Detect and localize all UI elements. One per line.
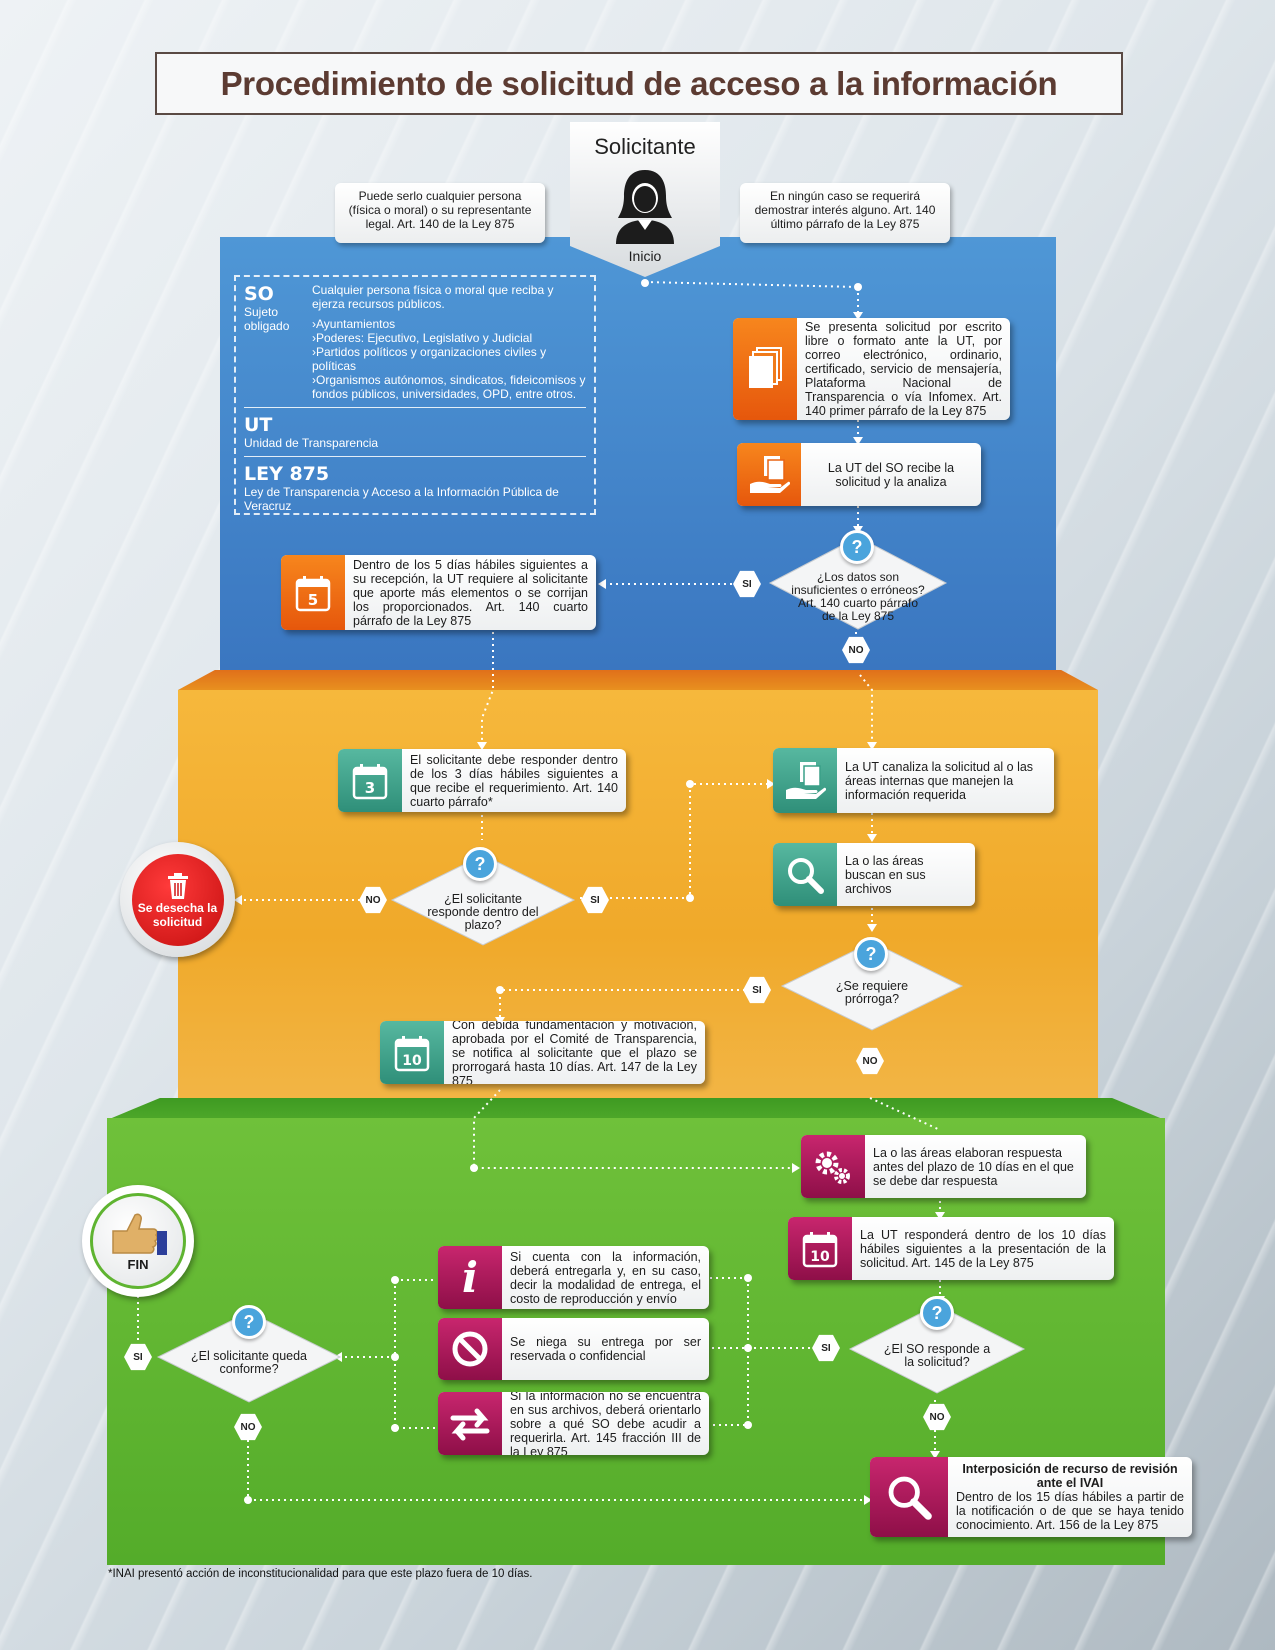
end-discard: Se desecha la solicitud: [120, 842, 235, 957]
calendar-icon: 10: [380, 1021, 444, 1084]
step-channel: La UT canaliza la solicitud al o las áre…: [773, 748, 1054, 813]
swap-arrows-icon: [438, 1392, 502, 1455]
step-present-request: Se presenta solicitud por escrito libre …: [733, 318, 1010, 420]
question-text: ¿Los datos son insuficientes o erróneos?…: [791, 570, 925, 623]
thumbs-up-icon: [112, 1213, 167, 1255]
decision-insufficient-data: ¿Los datos son insuficientes o erróneos?…: [768, 535, 948, 631]
person-icon: [616, 170, 674, 244]
so-abbr: SO: [244, 283, 274, 305]
present-text: Se presenta solicitud por escrito libre …: [805, 320, 1002, 418]
page-title: Procedimiento de solicitud de acceso a l…: [220, 64, 1058, 102]
so-item: ›Partidos políticos y organizaciones civ…: [312, 345, 547, 373]
answer-no: NO: [856, 1047, 884, 1075]
calendar-number: 5: [308, 591, 318, 609]
so-item: ›Organismos autónomos, sindicatos, fidei…: [312, 373, 586, 401]
decision-extension: ¿Se requiere prórroga?: [780, 940, 964, 1032]
info-text: Si cuenta con la información, deberá ent…: [510, 1249, 701, 1306]
glossary: SO Sujeto obligado Cualquier persona fís…: [234, 275, 596, 515]
gears-icon: [801, 1135, 865, 1198]
step-appeal: Interposición de recurso de revisión ant…: [870, 1457, 1192, 1537]
ut10-text: La UT responderá dentro de los 10 días h…: [860, 1227, 1106, 1270]
question-icon: ?: [920, 1296, 954, 1330]
start-sub: Inicio: [628, 248, 662, 264]
stage-response-edge: [107, 1098, 1165, 1120]
note-interest: En ningún caso se requerirá demostrar in…: [740, 183, 950, 243]
outcome-denied: Se niega su entrega por ser reservada o …: [438, 1318, 709, 1380]
so-item: ›Poderes: Ejecutivo, Legislativo y Judic…: [312, 331, 533, 345]
magnifier-icon: [870, 1457, 948, 1537]
hand-document-icon: [737, 443, 801, 506]
respond3-text: El solicitante debe responder dentro de …: [410, 752, 618, 809]
step-extension: 10 Con debida fundamentación y motivació…: [380, 1021, 705, 1084]
hand-document-icon: [773, 748, 837, 813]
start-node: Solicitante Inicio: [570, 122, 720, 277]
answer-yes: SI: [812, 1334, 840, 1362]
deny-text: Se niega su entrega por ser reservada o …: [510, 1335, 701, 1363]
answer-yes: SI: [743, 976, 771, 1004]
require-text: Dentro de los 5 días hábiles siguientes …: [353, 557, 588, 628]
outcome-redirect: Si la información no se encuentra en sus…: [438, 1392, 709, 1455]
ut-name: Unidad de Transparencia: [244, 436, 379, 450]
question-icon: ?: [463, 847, 497, 881]
end-fin: FIN: [82, 1185, 194, 1297]
search-text: La o las áreas buscan en sus archivos: [845, 853, 926, 896]
receive-text: La UT del SO recibe la solicitud y la an…: [827, 460, 955, 489]
magnifier-icon: [773, 843, 837, 906]
step-search: La o las áreas buscan en sus archivos: [773, 843, 975, 906]
ut-abbr: UT: [244, 414, 273, 436]
step-respond-3-days: 3 El solicitante debe responder dentro d…: [338, 749, 626, 812]
answer-yes: SI: [581, 886, 609, 914]
info-icon: i: [438, 1246, 502, 1309]
appeal-text: Dentro de los 15 días hábiles a partir d…: [956, 1490, 1184, 1532]
step-require-more: 5 Dentro de los 5 días hábiles siguiente…: [281, 555, 596, 630]
question-icon: ?: [840, 530, 874, 564]
ley-abbr: LEY 875: [244, 463, 330, 485]
decision-responds-in-time: ¿El solicitante responde dentro del plaz…: [390, 853, 576, 947]
answer-yes: SI: [733, 570, 761, 598]
redirect-text: Si la información no se encuentra en sus…: [510, 1392, 701, 1455]
discard-label: Se desecha la solicitud: [137, 900, 218, 929]
calendar-icon: 3: [338, 749, 402, 812]
trash-icon: [167, 872, 188, 899]
so-name: Sujeto obligado: [244, 305, 290, 333]
decision-so-responds: ¿El SO responde a la solicitud?: [848, 1303, 1026, 1395]
footnote: *INAI presentó acción de inconstituciona…: [108, 1568, 533, 1580]
appeal-title: Interposición de recurso de revisión ant…: [962, 1462, 1178, 1490]
question-icon: ?: [232, 1305, 266, 1339]
answer-no: NO: [923, 1403, 951, 1431]
question-text: ¿Se requiere prórroga?: [835, 979, 909, 1006]
step-receive: La UT del SO recibe la solicitud y la an…: [737, 443, 981, 506]
channel-text: La UT canaliza la solicitud al o las áre…: [845, 759, 1034, 802]
note-who: Puede serlo cualquier persona (física o …: [335, 183, 545, 243]
question-text: ¿El SO responde a la solicitud?: [883, 1342, 991, 1369]
answer-yes: SI: [124, 1343, 152, 1371]
so-item: ›Ayuntamientos: [312, 317, 396, 331]
start-label: Solicitante: [594, 134, 696, 159]
step-elaborate: La o las áreas elaboran respuesta antes …: [801, 1135, 1086, 1198]
elaborate-text: La o las áreas elaboran respuesta antes …: [873, 1145, 1074, 1188]
outcome-info-available: i Si cuenta con la información, deberá e…: [438, 1246, 709, 1309]
fin-label: FIN: [127, 1256, 149, 1272]
document-icon: [733, 318, 797, 420]
question-text: ¿El solicitante responde dentro del plaz…: [427, 892, 539, 932]
calendar-number: 10: [810, 1249, 830, 1265]
ley-name: Ley de Transparencia y Acceso a la Infor…: [244, 485, 559, 513]
calendar-icon: 10: [788, 1217, 852, 1280]
title-banner: Procedimiento de solicitud de acceso a l…: [155, 52, 1123, 115]
calendar-number: 3: [365, 779, 375, 797]
calendar-icon: 5: [281, 555, 345, 630]
decision-satisfied: ¿El solicitante queda conforme?: [156, 1310, 342, 1404]
question-icon: ?: [854, 937, 888, 971]
answer-no: NO: [842, 636, 870, 664]
so-desc: Cualquier persona física o moral que rec…: [312, 283, 554, 311]
step-ut-responds-10: 10 La UT responderá dentro de los 10 día…: [788, 1217, 1114, 1280]
calendar-number: 10: [402, 1053, 422, 1069]
extend-text: Con debida fundamentación y motivación, …: [452, 1021, 697, 1084]
prohibited-icon: [438, 1318, 502, 1380]
question-text: ¿El solicitante queda conforme?: [190, 1349, 308, 1376]
